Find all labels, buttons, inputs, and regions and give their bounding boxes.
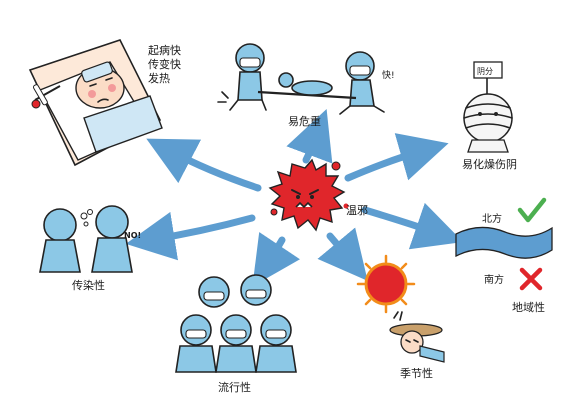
fever-line1: 起病快 — [148, 43, 181, 57]
arrow-to-region — [361, 202, 464, 250]
arrow-to-contagious — [125, 211, 256, 261]
check-icon — [517, 197, 547, 223]
yin-label: 易化燥伤阴 — [462, 157, 517, 171]
arrows — [125, 109, 464, 287]
arrow-to-epidemic — [252, 232, 300, 287]
region-label: 地域性 — [512, 300, 545, 314]
center-label: 温邪 — [346, 204, 368, 217]
yin-sign-text: 阴分 — [477, 67, 493, 76]
epidemic-label: 流行性 — [218, 380, 251, 394]
contagion-icon — [39, 205, 133, 273]
seasonal-label: 季节性 — [400, 366, 433, 380]
region-south: 南方 — [484, 273, 504, 286]
crowd-icon — [175, 274, 297, 373]
cross-icon — [519, 267, 543, 291]
stretcher-icon — [217, 43, 385, 115]
arrow-to-fever — [146, 138, 262, 192]
river-icon — [455, 226, 553, 259]
pathogen-icon — [268, 158, 349, 232]
critical-shout: 快! — [382, 69, 395, 81]
bandaged-head-icon — [463, 61, 513, 153]
arrow-to-seasonal — [317, 227, 368, 281]
contagious-label: 传染性 — [72, 278, 105, 292]
arrow-to-yin — [344, 133, 449, 182]
critical-label: 易危重 — [288, 114, 321, 128]
arrow-to-critical — [286, 109, 333, 164]
heatstroke-icon — [389, 311, 445, 363]
fever-line2: 传变快 — [148, 57, 181, 71]
sick-patient-icon — [28, 39, 163, 167]
contagious-speech: NO! — [124, 231, 141, 240]
sun-icon — [356, 254, 416, 314]
fever-line3: 发热 — [148, 71, 170, 85]
region-north: 北方 — [482, 212, 502, 225]
